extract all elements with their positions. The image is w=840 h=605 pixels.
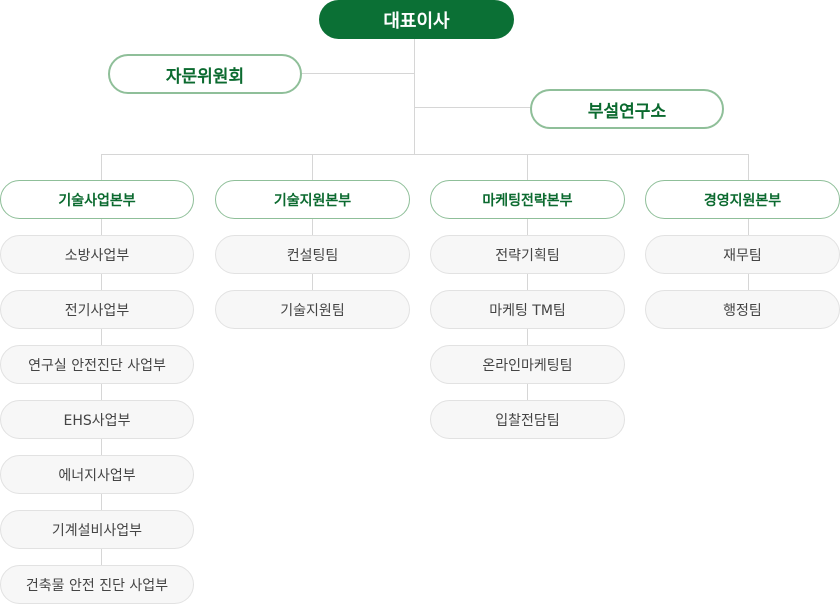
- team-node: 연구실 안전진단 사업부: [0, 345, 194, 384]
- division-node: 기술사업본부: [0, 180, 194, 219]
- team-node: 건축물 안전 진단 사업부: [0, 565, 194, 604]
- division-bus-line: [101, 154, 749, 155]
- research-branch-line: [414, 107, 531, 108]
- division-drop-3: [527, 154, 528, 181]
- division-node: 마케팅전략본부: [430, 180, 625, 219]
- ceo-node: 대표이사: [319, 0, 514, 39]
- research-institute-node: 부설연구소: [530, 89, 724, 129]
- team-node: 기술지원팀: [215, 290, 410, 329]
- team-node: 입찰전담팀: [430, 400, 625, 439]
- division-drop-2: [312, 154, 313, 181]
- advisory-branch-line: [302, 73, 414, 74]
- division-node: 기술지원본부: [215, 180, 410, 219]
- division-drop-4: [748, 154, 749, 181]
- team-node: 컨설팅팀: [215, 235, 410, 274]
- division-drop-1: [101, 154, 102, 181]
- advisory-committee-node: 자문위원회: [108, 54, 302, 94]
- team-node: 에너지사업부: [0, 455, 194, 494]
- team-node: 행정팀: [645, 290, 840, 329]
- team-node: 전기사업부: [0, 290, 194, 329]
- team-node: 소방사업부: [0, 235, 194, 274]
- division-node: 경영지원본부: [645, 180, 840, 219]
- team-node: 재무팀: [645, 235, 840, 274]
- ceo-trunk-line: [414, 39, 415, 154]
- team-node: 마케팅 TM팀: [430, 290, 625, 329]
- team-node: 온라인마케팅팀: [430, 345, 625, 384]
- team-node: EHS사업부: [0, 400, 194, 439]
- team-node: 전략기획팀: [430, 235, 625, 274]
- team-node: 기계설비사업부: [0, 510, 194, 549]
